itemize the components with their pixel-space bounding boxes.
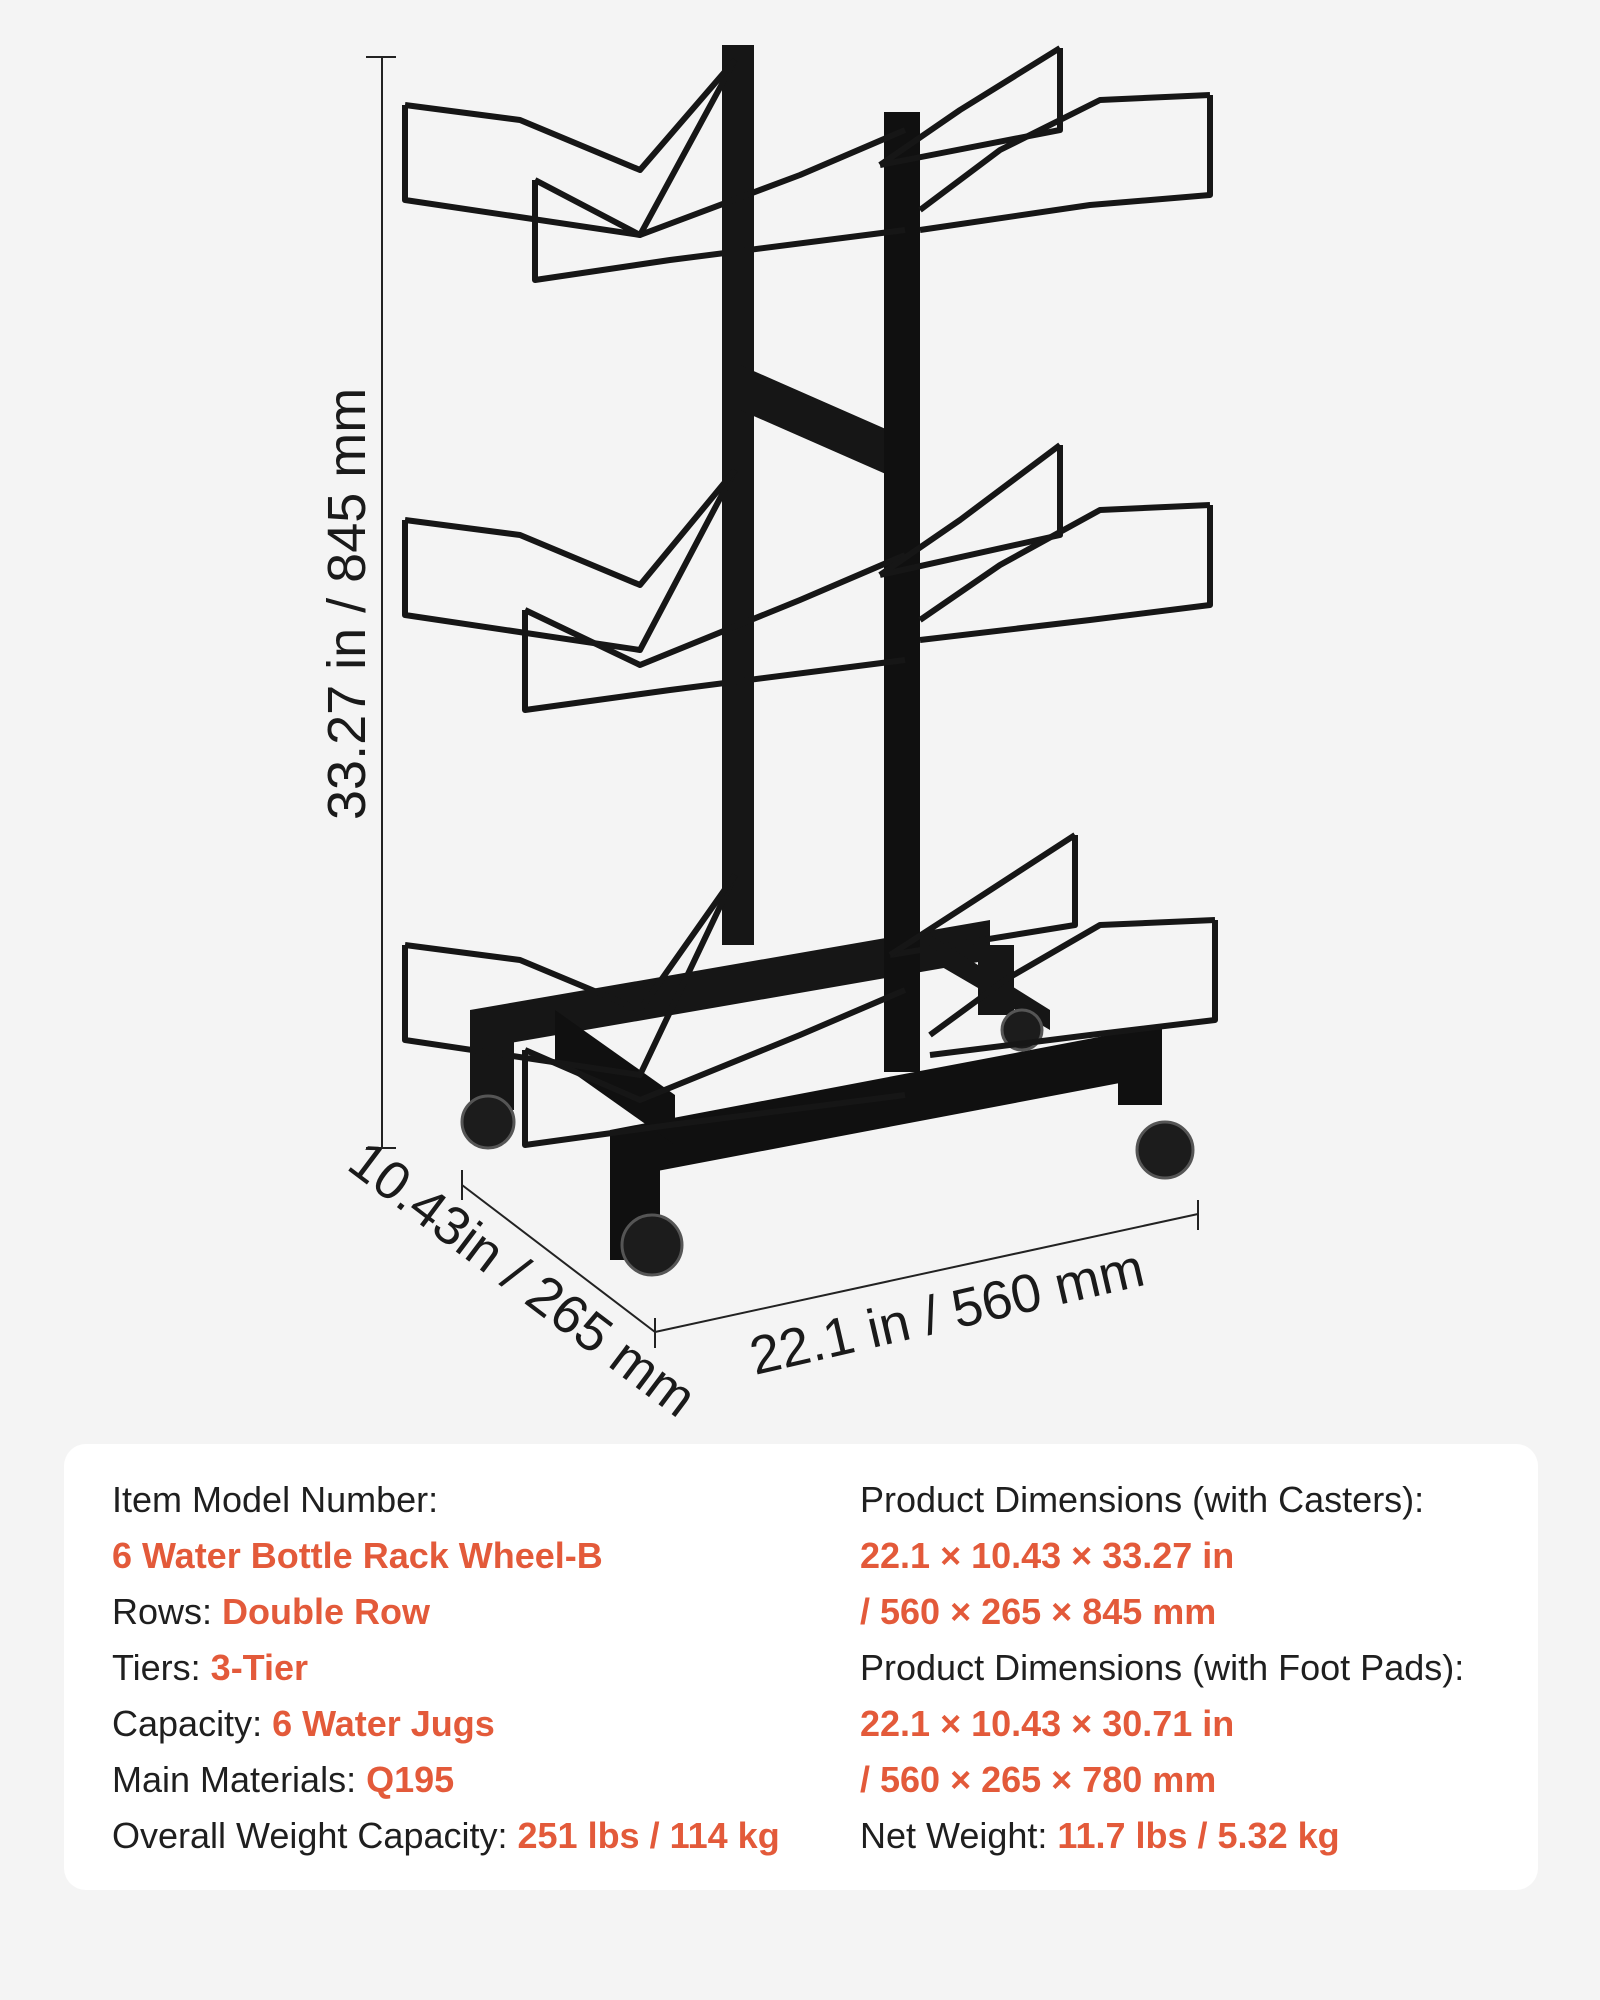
spec-value: / 560 × 265 × 780 mm (860, 1759, 1217, 1800)
spec-label: Product Dimensions (with Casters): (860, 1479, 1425, 1520)
spec-value: 22.1 × 10.43 × 30.71 in (860, 1703, 1235, 1744)
spec-row-model-value: 6 Water Bottle Rack Wheel-B (112, 1528, 780, 1584)
width-dimension-line (654, 1200, 1199, 1348)
water-bottle-rack-illustration (402, 45, 1218, 1277)
spec-row-model-label: Item Model Number: (112, 1472, 780, 1528)
spec-value: 6 Water Bottle Rack Wheel-B (112, 1535, 603, 1576)
spec-row-dimensions-casters-in: 22.1 × 10.43 × 33.27 in (860, 1528, 1464, 1584)
spec-column-right: Product Dimensions (with Casters): 22.1 … (860, 1472, 1464, 1864)
spec-value: Q195 (366, 1759, 455, 1800)
spec-label: Net Weight: (860, 1815, 1058, 1856)
height-dimension-label: 33.27 in / 845 mm (317, 388, 377, 820)
spec-label: Item Model Number: (112, 1479, 439, 1520)
spec-row-dimensions-pads-mm: / 560 × 265 × 780 mm (860, 1752, 1464, 1808)
spec-row-dimensions-pads-in: 22.1 × 10.43 × 30.71 in (860, 1696, 1464, 1752)
spec-value: 251 lbs / 114 kg (517, 1815, 780, 1856)
spec-row-weight-capacity: Overall Weight Capacity: 251 lbs / 114 k… (112, 1808, 780, 1864)
height-dimension-line (366, 56, 396, 1149)
rack-front-frame (555, 112, 1162, 1260)
spec-value: Double Row (222, 1591, 431, 1632)
spec-label: Rows: (112, 1591, 223, 1632)
rack-back-frame (470, 45, 1050, 1110)
spec-label: Main Materials: (112, 1759, 367, 1800)
spec-column-left: Item Model Number: 6 Water Bottle Rack W… (112, 1472, 780, 1864)
spec-row-dimensions-casters-label: Product Dimensions (with Casters): (860, 1472, 1464, 1528)
spec-value: 11.7 lbs / 5.32 kg (1057, 1815, 1340, 1856)
spec-card: Item Model Number: 6 Water Bottle Rack W… (64, 1444, 1538, 1890)
spec-value: 22.1 × 10.43 × 33.27 in (860, 1535, 1235, 1576)
spec-row-net-weight: Net Weight: 11.7 lbs / 5.32 kg (860, 1808, 1464, 1864)
spec-value: 6 Water Jugs (272, 1703, 495, 1744)
wire-baskets (402, 45, 1218, 1148)
spec-label: Capacity: (112, 1703, 273, 1744)
spec-row-rows: Rows: Double Row (112, 1584, 780, 1640)
spec-label: Product Dimensions (with Foot Pads): (860, 1647, 1465, 1688)
spec-row-materials: Main Materials: Q195 (112, 1752, 780, 1808)
spec-row-dimensions-casters-mm: / 560 × 265 × 845 mm (860, 1584, 1464, 1640)
spec-value: 3-Tier (210, 1647, 309, 1688)
spec-row-tiers: Tiers: 3-Tier (112, 1640, 780, 1696)
spec-row-capacity: Capacity: 6 Water Jugs (112, 1696, 780, 1752)
product-figure: 33.27 in / 845 mm 10.43in / 265 mm 22.1 … (317, 45, 1218, 1429)
spec-row-dimensions-pads-label: Product Dimensions (with Foot Pads): (860, 1640, 1464, 1696)
spec-label: Overall Weight Capacity: (112, 1815, 518, 1856)
caster-wheels (460, 1008, 1195, 1277)
spec-label: Tiers: (112, 1647, 211, 1688)
width-dimension-label: 22.1 in / 560 mm (744, 1238, 1149, 1387)
spec-value: / 560 × 265 × 845 mm (860, 1591, 1217, 1632)
